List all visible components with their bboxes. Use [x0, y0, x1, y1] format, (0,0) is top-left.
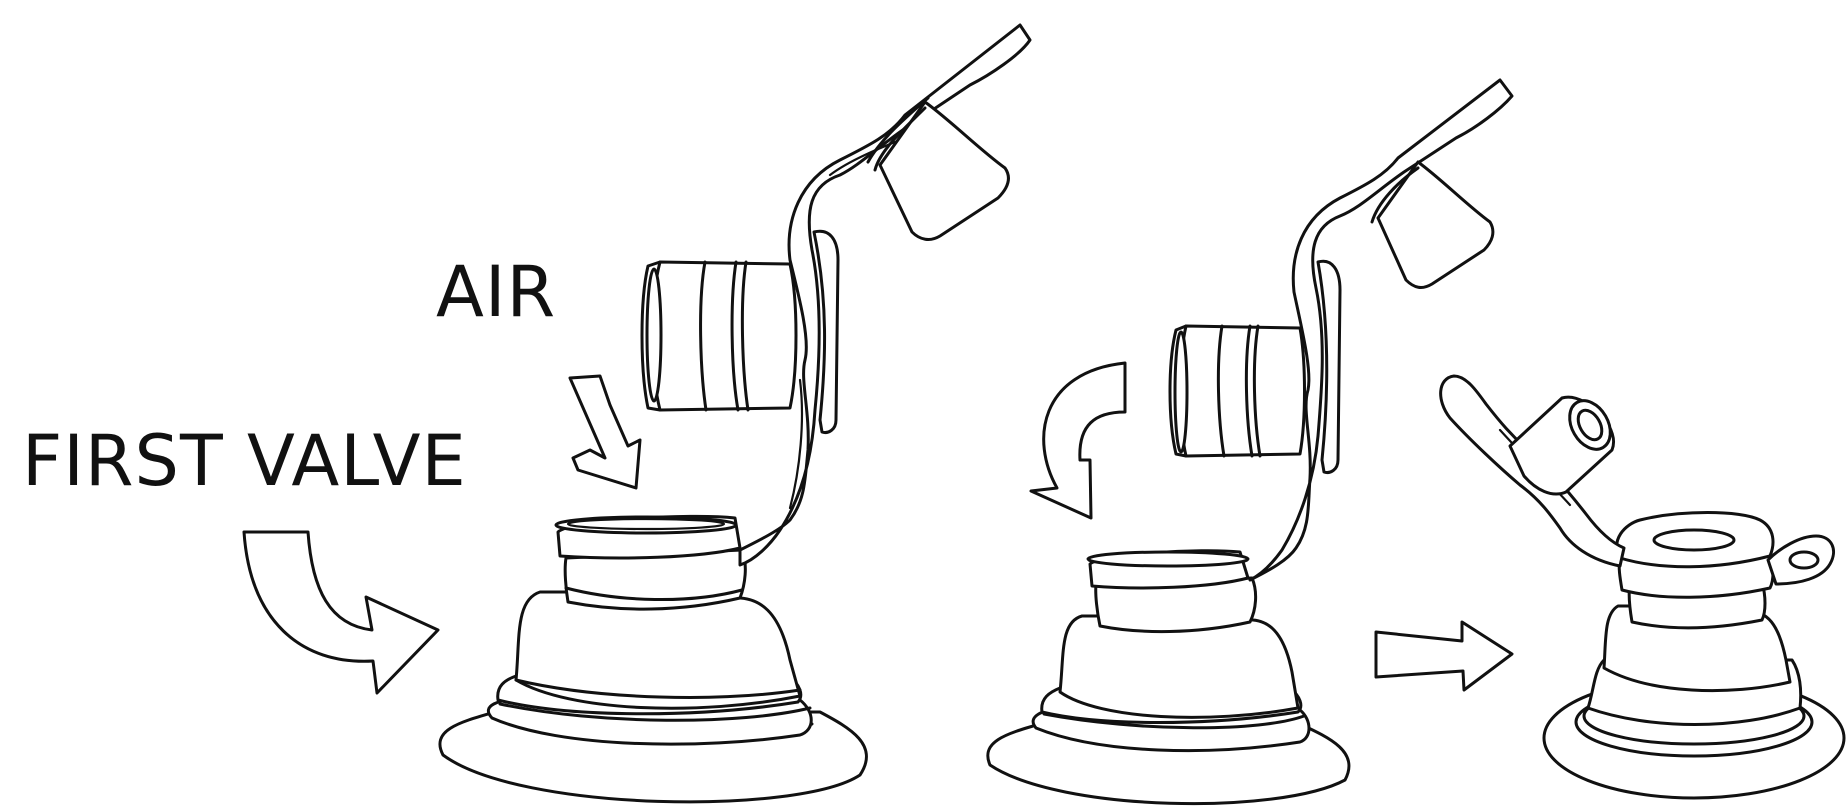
air-label: AIR	[436, 251, 556, 333]
next-step-arrow-icon	[1376, 622, 1512, 690]
rotate-arrow-icon	[1031, 363, 1125, 518]
pump-assembly-3-icon	[1441, 376, 1844, 798]
air-arrow-icon	[570, 376, 640, 488]
first-valve-label: FIRST VALVE	[22, 420, 467, 502]
pump-assembly-1-icon	[440, 25, 1030, 802]
first-valve-arrow-icon	[244, 532, 438, 693]
